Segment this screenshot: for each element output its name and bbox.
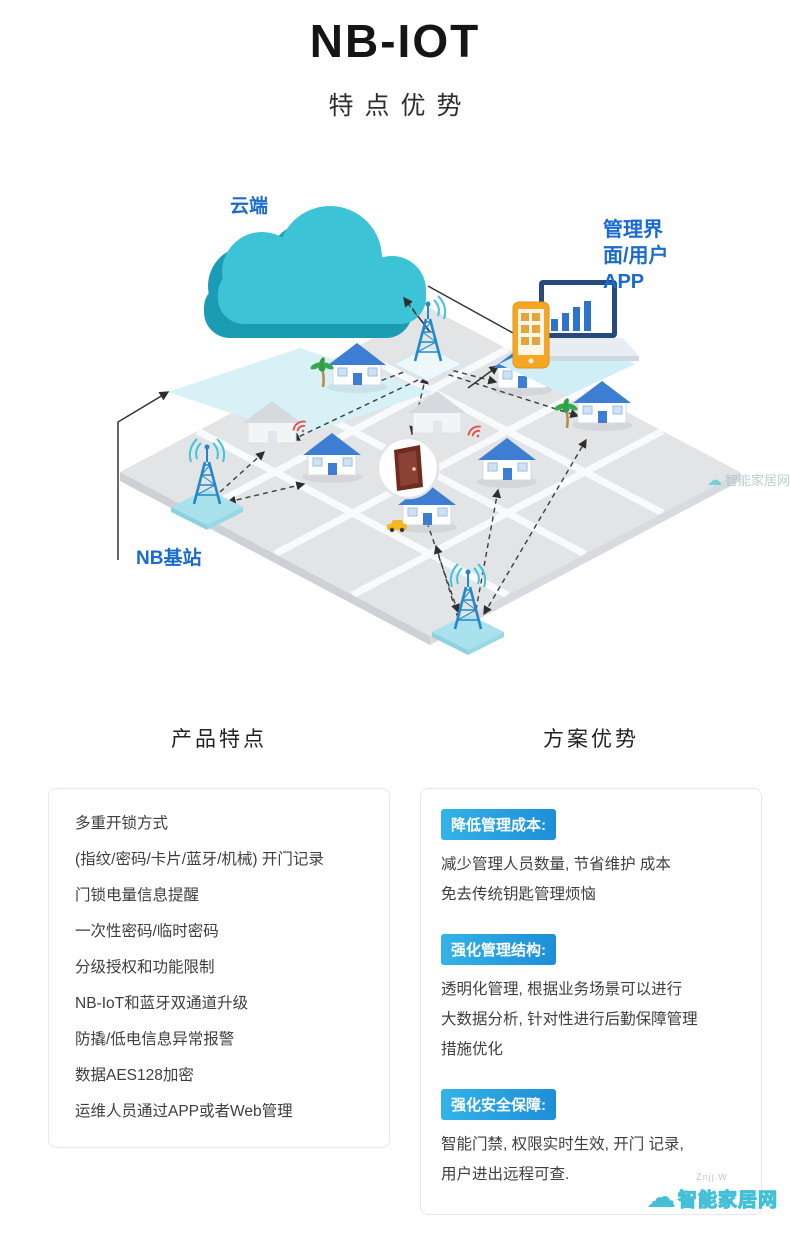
advantage-section: 强化管理结构: 透明化管理, 根据业务场景可以进行 大数据分析, 针对性进行后勤… — [441, 934, 741, 1065]
cloud-logo-icon: ☁ — [706, 471, 722, 489]
page-subtitle: 特点优势 — [328, 92, 473, 120]
feature-item: 运维人员通过APP或者Web管理 — [75, 1103, 293, 1120]
advantage-text: 大数据分析, 针对性进行后勤保障管理 — [441, 1011, 698, 1028]
management-laptop — [499, 280, 639, 396]
feature-item: 门锁电量信息提醒 — [75, 887, 200, 904]
product-features-column: 产品特点 多重开锁方式 (指纹/密码/卡片/蓝牙/机械) 开门记录 门锁电量信息… — [48, 726, 390, 1148]
advantage-text: 免去传统钥匙管理烦恼 — [441, 886, 597, 903]
watermark-mid: ☁ 智能家居网 — [707, 470, 790, 489]
advantages-heading: 方案优势 — [543, 728, 639, 751]
mobile-phone — [512, 301, 550, 369]
feature-item: 数据AES128加密 — [75, 1067, 194, 1084]
features-heading: 产品特点 — [171, 728, 267, 751]
advantage-section: 强化安全保障: 智能门禁, 权限实时生效, 开门 记录, 用户进出远程可查. — [441, 1089, 741, 1190]
smart-lock-door — [376, 436, 440, 500]
watermark-small-text: Znjj.W — [696, 1172, 728, 1182]
watermark-text: 智能家居网 — [677, 1189, 778, 1211]
advantage-text: 措施优化 — [441, 1041, 504, 1058]
page-title: NB-IOT — [309, 15, 481, 67]
advantages-panel: 降低管理成本: 减少管理人员数量, 节省维护 成本 免去传统钥匙管理烦恼 强化管… — [420, 788, 762, 1215]
feature-item: 分级授权和功能限制 — [75, 959, 215, 976]
solution-advantages-column: 方案优势 降低管理成本: 减少管理人员数量, 节省维护 成本 免去传统钥匙管理烦… — [420, 726, 762, 1215]
cloud-logo-icon: ☁ — [645, 1181, 676, 1214]
watermark-logo: Znjj.W ☁ 智能家居网 — [642, 1172, 782, 1213]
advantage-text: 透明化管理, 根据业务场景可以进行 — [441, 981, 683, 998]
network-diagram-svg: 云端 管理界 面/用户 APP NB基站 — [117, 194, 740, 655]
advantage-text: 智能门禁, 权限实时生效, 开门 记录, — [441, 1136, 684, 1153]
feature-item: NB-IoT和蓝牙双通道升级 — [75, 995, 249, 1012]
feature-item: (指纹/密码/卡片/蓝牙/机械) 开门记录 — [75, 851, 324, 868]
cloud-graphic — [168, 206, 432, 436]
app-label-line1: 管理界 — [603, 217, 663, 241]
features-panel: 多重开锁方式 (指纹/密码/卡片/蓝牙/机械) 开门记录 门锁电量信息提醒 一次… — [48, 788, 390, 1148]
advantage-text: 减少管理人员数量, 节省维护 成本 — [441, 856, 671, 873]
advantage-badge: 强化安全保障: — [441, 1089, 556, 1120]
network-diagram: 云端 管理界 面/用户 APP NB基站 — [0, 140, 790, 700]
advantage-badge: 降低管理成本: — [441, 809, 556, 840]
advantage-text: 用户进出远程可查. — [441, 1166, 570, 1183]
feature-item: 防撬/低电信息异常报警 — [75, 1031, 235, 1048]
app-label-line2: 面/用户 — [603, 243, 669, 267]
feature-item: 一次性密码/临时密码 — [75, 923, 219, 940]
base-station-label: NB基站 — [136, 546, 201, 569]
advantage-badge: 强化管理结构: — [441, 934, 556, 965]
watermark-text: 智能家居网 — [724, 473, 790, 488]
advantage-section: 降低管理成本: 减少管理人员数量, 节省维护 成本 免去传统钥匙管理烦恼 — [441, 809, 741, 910]
feature-item: 多重开锁方式 — [75, 815, 169, 832]
app-label-line3: APP — [603, 271, 644, 293]
cloud-label: 云端 — [230, 194, 268, 217]
